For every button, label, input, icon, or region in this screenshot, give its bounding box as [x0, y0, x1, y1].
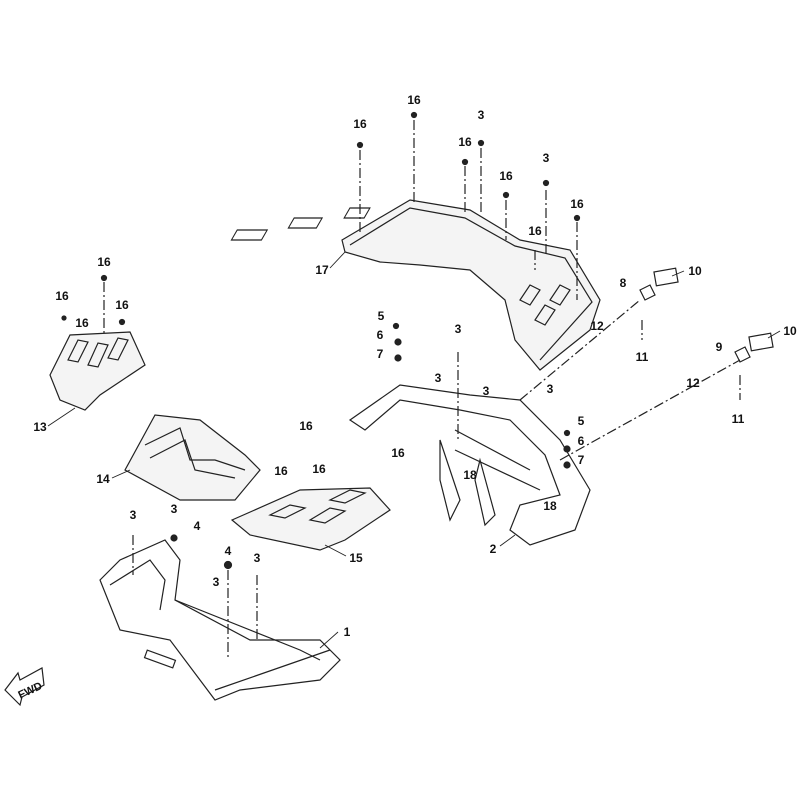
callout[interactable]: 10	[688, 264, 702, 278]
callout[interactable]: 4	[224, 544, 232, 558]
callout[interactable]: 8	[619, 276, 627, 290]
callout[interactable]: 16	[274, 464, 288, 478]
callout[interactable]: 16	[391, 446, 405, 460]
callout[interactable]: 3	[212, 575, 220, 589]
callout[interactable]: 16	[55, 289, 69, 303]
callout[interactable]: 5	[577, 414, 585, 428]
callout[interactable]: 15	[349, 551, 363, 565]
callout[interactable]: 3	[542, 151, 550, 165]
front-frame-1[interactable]	[99, 539, 341, 701]
callout[interactable]: 13	[33, 420, 47, 434]
callout[interactable]: 3	[253, 551, 261, 565]
callout[interactable]: 3	[482, 384, 490, 398]
callout[interactable]: 16	[299, 419, 313, 433]
callout[interactable]: 16	[75, 316, 89, 330]
callout[interactable]: 16	[312, 462, 326, 476]
rear-rack-17[interactable]	[230, 199, 601, 371]
callout[interactable]: 1	[343, 625, 351, 639]
callout[interactable]: 7	[376, 347, 384, 361]
callout[interactable]: 3	[477, 108, 485, 122]
fwd-arrow-icon: FWD	[4, 667, 45, 707]
callout[interactable]: 16	[115, 298, 129, 312]
callout[interactable]: 16	[570, 197, 584, 211]
bracket-parts[interactable]	[639, 267, 774, 363]
callout[interactable]: 14	[96, 472, 110, 486]
leader-lines	[47, 251, 781, 649]
fastener-lines	[103, 120, 741, 660]
callout[interactable]: 11	[731, 412, 745, 426]
callout[interactable]: 18	[543, 499, 557, 513]
bolt-markers	[61, 111, 581, 570]
callout[interactable]: 12	[590, 319, 604, 333]
callout[interactable]: 2	[489, 542, 497, 556]
callout[interactable]: 16	[407, 93, 421, 107]
callout[interactable]: 3	[129, 508, 137, 522]
callout[interactable]: 9	[715, 340, 723, 354]
callout[interactable]: 11	[635, 350, 649, 364]
front-rack-13[interactable]	[49, 331, 146, 411]
callout[interactable]: 16	[97, 255, 111, 269]
callout[interactable]: 12	[686, 376, 700, 390]
callout[interactable]: 3	[546, 382, 554, 396]
callout[interactable]: 6	[577, 434, 585, 448]
callout[interactable]: 3	[454, 322, 462, 336]
callout[interactable]: 10	[783, 324, 797, 338]
callout[interactable]: 17	[315, 263, 329, 277]
callout[interactable]: 3	[170, 502, 178, 516]
rear-frame-2[interactable]	[348, 384, 591, 546]
callout[interactable]: 4	[193, 519, 201, 533]
callout[interactable]: 16	[528, 224, 542, 238]
callout[interactable]: 18	[463, 468, 477, 482]
callout[interactable]: 5	[377, 309, 385, 323]
callout[interactable]: 7	[577, 453, 585, 467]
callout[interactable]: 6	[376, 328, 384, 342]
callout[interactable]: 16	[353, 117, 367, 131]
callout[interactable]: 16	[458, 135, 472, 149]
front-cover-14[interactable]	[124, 414, 261, 501]
callout[interactable]: 16	[499, 169, 513, 183]
callout[interactable]: 3	[434, 371, 442, 385]
rack-panel-15[interactable]	[230, 487, 391, 551]
